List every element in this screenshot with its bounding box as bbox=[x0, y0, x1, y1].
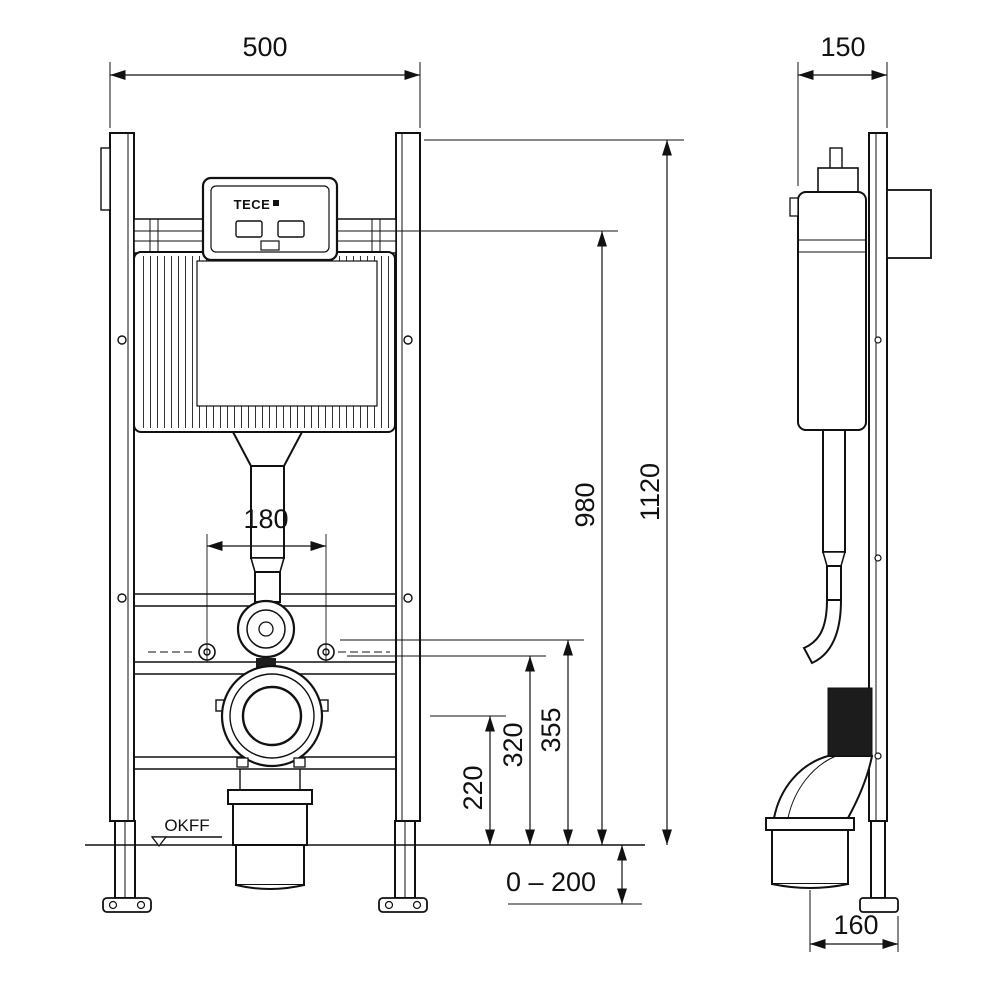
dim-label-outlet-offset: 160 bbox=[833, 910, 878, 940]
dim-total-height: 1120 bbox=[424, 139, 684, 845]
dim-outlet-offset: 160 bbox=[809, 890, 899, 952]
dim-label-front-width: 500 bbox=[242, 32, 287, 62]
flush-button-large bbox=[277, 220, 305, 238]
dim-355: 355 bbox=[340, 639, 584, 845]
frame-rails bbox=[100, 132, 421, 822]
brand-logo-mark bbox=[273, 200, 279, 206]
dim-side-depth: 150 bbox=[797, 32, 888, 186]
rail-bolt-icon bbox=[403, 335, 413, 345]
flush-button-small bbox=[235, 220, 263, 238]
flush-pipe-side bbox=[802, 429, 846, 665]
dim-320: 320 bbox=[347, 655, 546, 845]
dim-label-side-depth: 150 bbox=[820, 32, 865, 62]
dim-label-total-height: 1120 bbox=[635, 463, 665, 521]
flush-actuation-unit: TECE bbox=[201, 176, 339, 262]
cistern-side bbox=[789, 147, 867, 431]
dim-floor-adjust: 0 – 200 bbox=[506, 845, 642, 905]
side-view: 150 bbox=[765, 32, 932, 952]
dim-label-floor-adjust: 0 – 200 bbox=[506, 867, 596, 897]
dim-label-320: 320 bbox=[498, 722, 528, 767]
flush-elbow bbox=[236, 599, 296, 669]
dim-label-cistern-top: 980 bbox=[570, 482, 600, 527]
wall-bracket bbox=[886, 189, 932, 259]
bottom-outlet bbox=[227, 769, 313, 890]
rail-bolt-icon bbox=[403, 593, 413, 603]
dim-label-220: 220 bbox=[458, 765, 488, 810]
cistern bbox=[133, 251, 396, 433]
front-view: TECE bbox=[85, 32, 684, 913]
waste-elbow-side bbox=[772, 687, 874, 819]
dim-stud-spacing: 180 bbox=[206, 504, 327, 662]
brand-logo: TECE bbox=[234, 197, 271, 212]
feet bbox=[102, 820, 428, 913]
waste-outlet bbox=[215, 664, 329, 768]
level-mark-icon bbox=[150, 836, 168, 848]
outlet-side bbox=[765, 817, 855, 889]
dim-220: 220 bbox=[430, 715, 506, 845]
dim-cistern-top: 980 bbox=[340, 230, 618, 845]
waste-socket bbox=[827, 687, 873, 757]
side-foot bbox=[859, 820, 899, 913]
rail-bolt-icon bbox=[117, 593, 127, 603]
floor: OKFF bbox=[85, 816, 645, 848]
left-rail bbox=[109, 132, 135, 822]
dim-label-stud-spacing: 180 bbox=[243, 504, 288, 534]
floor-label: OKFF bbox=[164, 816, 209, 835]
dim-front-width: 500 bbox=[109, 32, 421, 128]
left-rail-tab bbox=[100, 147, 111, 211]
dim-label-355: 355 bbox=[536, 707, 566, 752]
cistern-front-panel bbox=[196, 260, 378, 407]
right-rail bbox=[395, 132, 421, 822]
rail-bolt-icon bbox=[117, 335, 127, 345]
